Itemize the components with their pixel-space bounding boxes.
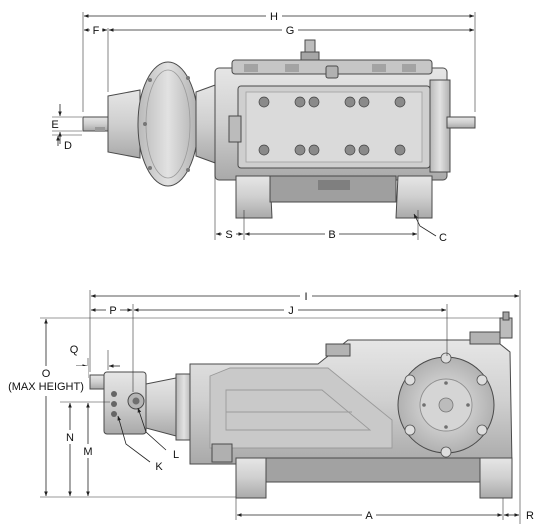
label-q: Q bbox=[70, 344, 79, 356]
side-view-pump-body bbox=[89, 311, 513, 499]
side-view: I P J Q O (MAX HEIGHT) N M L K A R bbox=[2, 290, 534, 524]
top-view-labels: H F G E D S B C bbox=[51, 10, 447, 244]
label-j: J bbox=[288, 305, 294, 317]
label-b: B bbox=[328, 229, 335, 241]
label-e: E bbox=[51, 119, 58, 131]
label-d: D bbox=[64, 140, 72, 152]
label-p: P bbox=[109, 305, 116, 317]
label-a: A bbox=[365, 510, 373, 522]
label-h: H bbox=[270, 11, 278, 23]
label-n: N bbox=[66, 432, 74, 444]
label-m: M bbox=[83, 446, 92, 458]
side-view-labels: I P J Q O (MAX HEIGHT) N M L K A R bbox=[2, 290, 534, 522]
label-s: S bbox=[225, 229, 232, 241]
label-f: F bbox=[93, 25, 100, 37]
label-max-height: (MAX HEIGHT) bbox=[8, 381, 84, 393]
label-k: K bbox=[155, 461, 163, 473]
label-l: L bbox=[173, 449, 179, 461]
label-r: R bbox=[526, 510, 534, 522]
top-view-pump-body bbox=[82, 39, 476, 219]
label-g: G bbox=[286, 25, 295, 37]
label-o: O bbox=[42, 368, 51, 380]
label-c: C bbox=[439, 232, 447, 244]
label-i: I bbox=[304, 291, 307, 303]
top-view: H F G E D S B C bbox=[51, 10, 476, 244]
